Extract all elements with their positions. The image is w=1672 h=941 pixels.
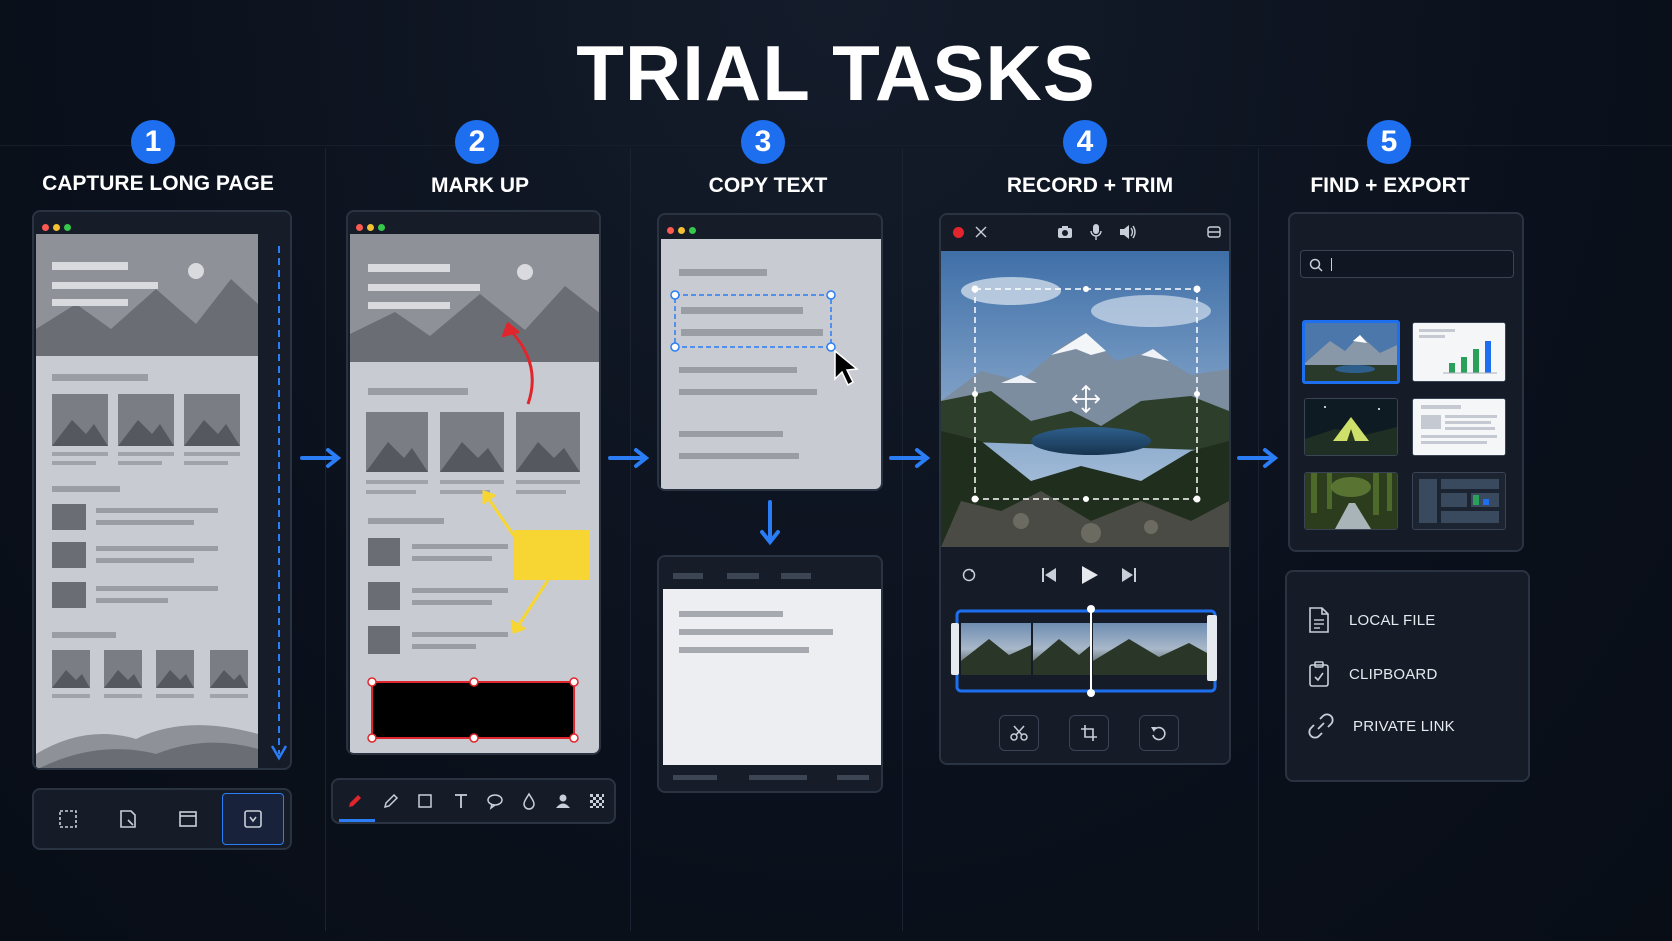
menu-icon[interactable] — [1207, 225, 1221, 239]
markup-canvas — [350, 234, 599, 753]
pixelate-tool-button[interactable] — [581, 780, 613, 822]
source-document-window — [657, 213, 883, 491]
thumbnail-dashboard[interactable] — [1412, 472, 1506, 530]
export-local-file[interactable]: LOCAL FILE — [1307, 606, 1435, 634]
document-icon — [1309, 607, 1329, 633]
export-private-link[interactable]: PRIVATE LINK — [1307, 712, 1455, 740]
export-local-file-label: LOCAL FILE — [1349, 611, 1436, 629]
down-arrow-icon — [760, 500, 780, 546]
speech-bubble-icon — [487, 794, 503, 810]
step-3-badge: 3 — [741, 120, 785, 164]
person-tool-button[interactable] — [547, 780, 579, 822]
recording-preview — [941, 251, 1229, 547]
step-2-label: MARK UP — [431, 174, 529, 197]
callout-tool-button[interactable] — [479, 780, 511, 822]
window-controls[interactable] — [356, 218, 389, 236]
scrolling-capture-button[interactable] — [108, 790, 148, 848]
step-2-badge: 2 — [455, 120, 499, 164]
step-1-badge: 1 — [131, 120, 175, 164]
playback-panel — [941, 547, 1229, 763]
region-capture-button[interactable] — [48, 790, 88, 848]
link-icon — [1308, 713, 1334, 739]
rotate-icon — [1151, 726, 1166, 741]
library-panel — [1288, 212, 1524, 552]
thumbnail-mountain-lake[interactable] — [1302, 320, 1400, 384]
recorder-toolbar — [941, 215, 1229, 251]
pen-icon — [349, 795, 361, 807]
step-5-badge: 5 — [1367, 120, 1411, 164]
window-capture-icon — [179, 811, 197, 827]
export-private-link-label: PRIVATE LINK — [1353, 717, 1455, 735]
target-document-window — [657, 555, 883, 793]
blur-drop-icon — [523, 792, 535, 810]
markup-toolbar — [331, 778, 616, 824]
region-capture-icon — [59, 810, 77, 828]
play-icon[interactable] — [1077, 563, 1101, 587]
long-page-capture-icon — [244, 810, 262, 828]
step-5-label: FIND + EXPORT — [1310, 174, 1470, 197]
recorder-window — [939, 213, 1231, 765]
source-document — [661, 239, 881, 489]
thumbnail-bar-chart[interactable] — [1412, 322, 1506, 382]
step-3-label: COPY TEXT — [708, 174, 828, 197]
pencil-tool-button[interactable] — [375, 780, 407, 822]
search-input[interactable] — [1300, 250, 1514, 278]
scissors-icon — [1010, 725, 1028, 741]
export-clipboard-label: CLIPBOARD — [1349, 665, 1438, 683]
pen-tool-button[interactable] — [339, 780, 371, 822]
right-arrow-icon — [889, 448, 931, 468]
pixelate-icon — [590, 794, 604, 808]
scrolling-capture-icon — [120, 810, 136, 828]
skip-forward-icon[interactable] — [1119, 565, 1139, 585]
thumbnail-document[interactable] — [1412, 398, 1506, 456]
export-clipboard[interactable]: CLIPBOARD — [1307, 660, 1438, 688]
right-arrow-icon — [300, 448, 342, 468]
skip-back-icon[interactable] — [1039, 565, 1059, 585]
microphone-icon[interactable] — [1089, 223, 1103, 241]
page-title: TRIAL TASKS — [576, 29, 1096, 117]
right-arrow-icon — [608, 448, 650, 468]
text-icon — [455, 794, 467, 808]
step-4-badge: 4 — [1063, 120, 1107, 164]
mouse-cursor-icon — [834, 349, 859, 387]
target-document — [659, 557, 881, 791]
person-icon — [556, 794, 570, 808]
text-tool-button[interactable] — [445, 780, 477, 822]
long-page-window — [32, 210, 292, 770]
rectangle-icon — [418, 794, 432, 808]
text-cursor — [1331, 258, 1332, 271]
move-icon — [1071, 384, 1101, 414]
window-capture-button[interactable] — [168, 790, 208, 848]
crop-button[interactable] — [1069, 715, 1109, 751]
export-panel: LOCAL FILE CLIPBOARD PRIVATE LINK — [1285, 570, 1530, 782]
undo-button[interactable] — [1139, 715, 1179, 751]
thumbnail-tent[interactable] — [1304, 398, 1398, 456]
window-controls[interactable] — [667, 221, 700, 239]
shuffle-icon[interactable] — [975, 226, 987, 238]
crop-icon — [1081, 725, 1097, 741]
thumbnail-forest-stream[interactable] — [1304, 472, 1398, 530]
right-arrow-icon — [1237, 448, 1279, 468]
blur-tool-button[interactable] — [513, 780, 545, 822]
cut-button[interactable] — [999, 715, 1039, 751]
long-page-mockup — [36, 234, 288, 768]
pencil-icon — [383, 793, 399, 809]
clipboard-icon — [1309, 661, 1329, 687]
loop-icon[interactable] — [961, 567, 977, 583]
window-controls[interactable] — [42, 218, 75, 236]
camera-icon[interactable] — [1057, 224, 1073, 240]
rectangle-tool-button[interactable] — [409, 780, 441, 822]
search-icon — [1309, 258, 1323, 272]
capture-toolbar — [32, 788, 292, 850]
step-1-label: CAPTURE LONG PAGE — [42, 172, 274, 195]
trim-timeline[interactable] — [949, 605, 1223, 697]
markup-window — [346, 210, 601, 755]
active-tool-indicator — [339, 819, 375, 822]
long-page-capture-button[interactable] — [222, 793, 284, 845]
step-4-label: RECORD + TRIM — [1006, 174, 1174, 197]
speaker-icon[interactable] — [1119, 224, 1137, 240]
record-button[interactable] — [953, 227, 964, 238]
